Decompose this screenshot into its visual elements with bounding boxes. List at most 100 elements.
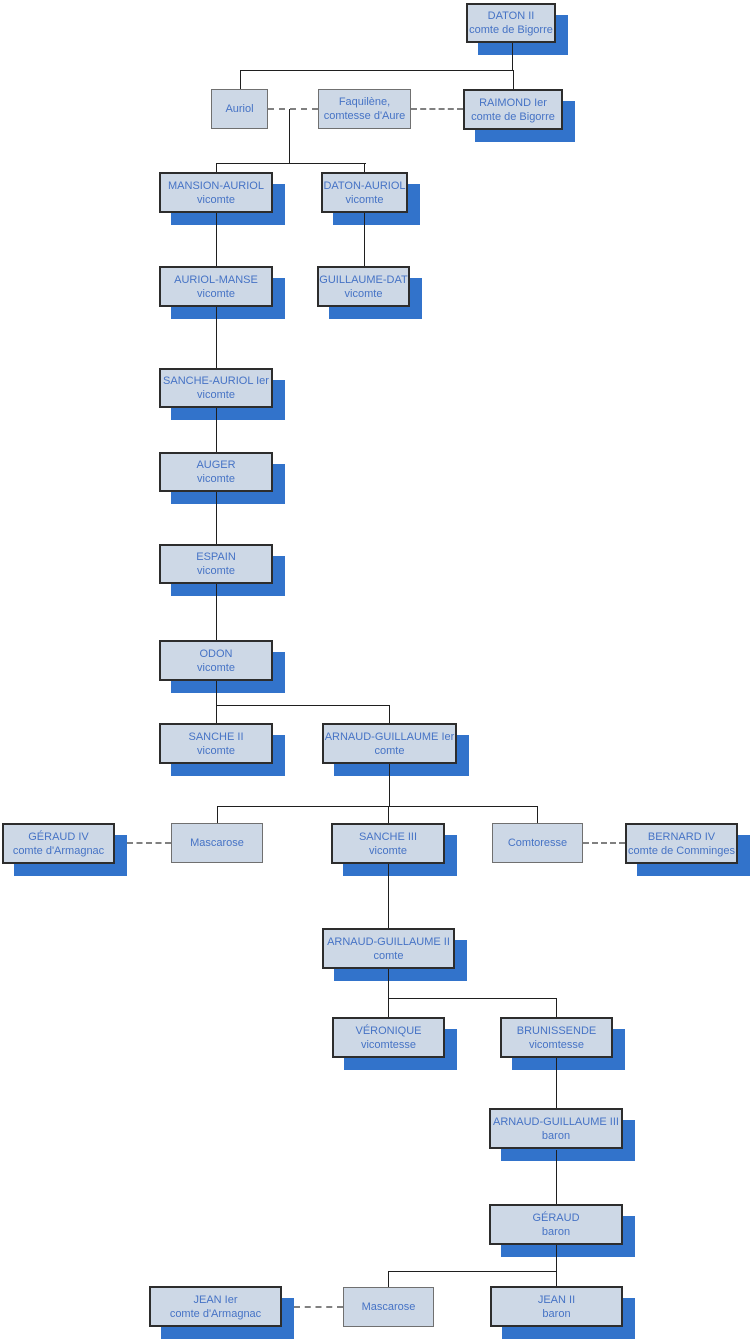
person-name: MANSION-AURIOL: [168, 179, 264, 192]
marriage-dashed-line: [583, 842, 625, 844]
connector-vertical-line: [388, 1271, 389, 1288]
person-title: vicomte: [197, 473, 235, 485]
person-name: SANCHE-AURIOL Ier: [163, 375, 269, 387]
person-name: GÉRAUD: [532, 1211, 580, 1224]
connector-vertical-line: [216, 492, 217, 544]
person-title: comte de Bigorre: [471, 110, 555, 123]
person-node-daton-ii: DATON II comte de Bigorre: [466, 3, 556, 43]
connector-horizontal-line: [240, 70, 514, 71]
connector-vertical-line: [556, 1058, 557, 1108]
person-name: JEAN II: [537, 1293, 576, 1306]
connector-horizontal-line: [388, 1271, 557, 1272]
connector-vertical-line: [364, 163, 365, 172]
person-node-faquilene: Faquilène, comtesse d'Aure: [318, 89, 411, 129]
connector-vertical-line: [216, 584, 217, 640]
connector-vertical-line: [389, 705, 390, 723]
connector-vertical-line: [537, 806, 538, 823]
connector-vertical-line: [216, 213, 217, 266]
person-node-sanche-auriol-ier: SANCHE-AURIOL Ier vicomte: [159, 368, 273, 408]
connector-vertical-line: [388, 998, 389, 1017]
connector-vertical-line: [388, 806, 389, 823]
person-name: RAIMOND Ier: [479, 96, 547, 109]
person-name: ODON: [199, 647, 233, 660]
connector-vertical-line: [513, 70, 514, 90]
person-title: comte: [373, 949, 404, 962]
person-node-mascarose: Mascarose: [171, 823, 263, 863]
connector-vertical-line: [216, 163, 217, 172]
person-name: BERNARD IV: [647, 830, 716, 843]
person-name: SANCHE III: [358, 830, 418, 843]
connector-vertical-line: [388, 864, 389, 928]
person-name: Faquilène,: [338, 96, 391, 108]
person-title: vicomte: [197, 193, 235, 206]
marriage-dashed-line: [294, 1306, 343, 1308]
person-name: GÉRAUD IV: [28, 830, 89, 843]
connector-vertical-line: [389, 764, 390, 806]
connector-horizontal-line: [388, 998, 557, 999]
person-name: JEAN Ier: [193, 1293, 238, 1306]
connector-vertical-line: [240, 70, 241, 89]
person-title: vicomte: [197, 744, 235, 757]
connector-vertical-line: [556, 1150, 557, 1204]
marriage-dashed-line: [127, 842, 171, 844]
connector-vertical-line: [216, 307, 217, 368]
person-name: ARNAUD-GUILLAUME Ier: [324, 730, 455, 743]
person-node-mascarose-2: Mascarose: [343, 1287, 434, 1327]
person-title: baron: [541, 1129, 571, 1142]
marriage-dashed-line: [268, 108, 318, 110]
person-name: AURIOL-MANSE: [174, 273, 258, 286]
person-title: comte d'Armagnac: [169, 1307, 262, 1320]
person-title: comte d'Armagnac: [12, 844, 105, 857]
person-name: BRUNISSENDE: [516, 1024, 597, 1037]
person-title: comte: [374, 744, 405, 757]
person-title: comtesse d'Aure: [323, 110, 406, 122]
person-name: ARNAUD-GUILLAUME III: [493, 1115, 619, 1128]
connector-vertical-line: [289, 109, 290, 164]
connector-horizontal-line: [216, 705, 390, 706]
person-name: Comtoresse: [507, 837, 568, 849]
person-node-espain: ESPAIN vicomte: [159, 544, 273, 584]
connector-horizontal-line: [216, 163, 366, 164]
person-name: Mascarose: [190, 837, 244, 849]
person-name: DATON-AURIOL: [323, 179, 406, 192]
person-title: vicomte: [197, 565, 235, 577]
person-node-comtoresse: Comtoresse: [492, 823, 583, 863]
person-title: vicomte: [345, 193, 384, 206]
person-name: GUILLAUME-DAT: [319, 273, 408, 286]
connector-horizontal-line: [217, 806, 538, 807]
connector-vertical-line: [216, 408, 217, 452]
connector-vertical-line: [556, 998, 557, 1017]
connector-vertical-line: [512, 43, 513, 70]
person-title: comte de Comminges: [628, 844, 735, 857]
person-node-auriol: Auriol: [211, 89, 268, 129]
person-title: vicomte: [197, 389, 235, 401]
person-title: vicomte: [197, 287, 235, 300]
person-title: vicomte: [344, 287, 383, 300]
connector-vertical-line: [364, 213, 365, 266]
person-name: Auriol: [225, 103, 254, 115]
connector-vertical-line: [217, 806, 218, 823]
connector-vertical-line: [556, 1245, 557, 1286]
person-name: DATON II: [487, 10, 535, 22]
marriage-dashed-line: [411, 108, 463, 110]
person-name: ESPAIN: [196, 551, 236, 563]
person-title: vicomtesse: [528, 1038, 585, 1051]
person-title: comte de Bigorre: [469, 24, 553, 36]
